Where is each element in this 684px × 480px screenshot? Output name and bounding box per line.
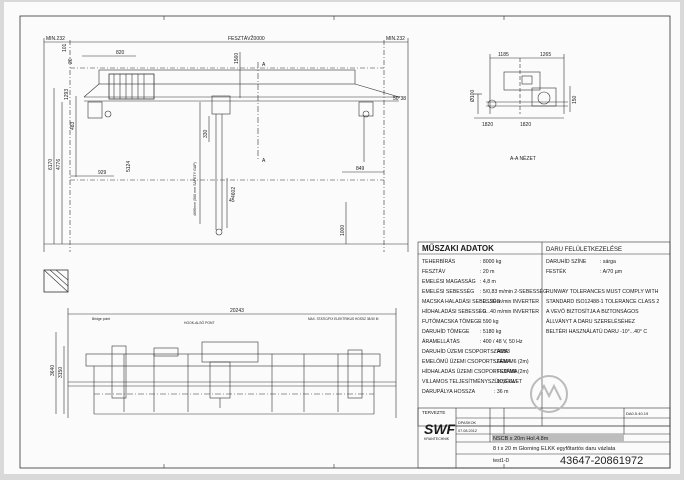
dim-820: 820 — [116, 50, 125, 56]
tech-row-label: ÁRAMELLÁTÁS — [422, 338, 460, 345]
finish-paint-label: FESTÉK — [546, 268, 567, 275]
tech-row-value: : 36 m — [494, 389, 508, 395]
dim-1820-right: 1820 — [520, 122, 531, 128]
tech-row-label: EMELÉSI MAGASSÁG — [422, 278, 476, 285]
tech-row-label: EMELŐMŰ ÜZEMI CSOPORTSZÁMA — [422, 358, 511, 365]
bridge-point-note: Bridge point — [92, 317, 110, 321]
main-title: NSCB x 20m Hol.4.8m — [493, 436, 549, 442]
watermark-id: 43647-20861972 — [560, 455, 644, 467]
company-logo-sub: KRANTECHNIK — [424, 437, 450, 441]
company-name: DPASKOK — [458, 421, 477, 425]
finish-paint-value: : A/70 µm — [600, 269, 622, 275]
tech-row-label: MACSKA HALADÁSI SEBESSÉG — [422, 298, 500, 305]
tech-row-value: : 400 / 48 V, 50 Hz — [480, 339, 523, 345]
tech-row-value: : 5180 kg — [480, 329, 501, 335]
section-caption: A-A NÉZET — [510, 155, 536, 162]
dim-20243: 20243 — [230, 308, 244, 314]
section-mark-a-lower: A — [262, 158, 266, 164]
dim-483: 483 — [70, 121, 76, 130]
finish-note: STANDARD ISO12488-1 TOLERANCE CLASS 2 — [546, 299, 659, 305]
finish-title: DARU FELÜLETKEZELÉSE — [546, 246, 622, 253]
dim-1293: 1293 — [64, 89, 70, 100]
tech-row-value: : 0...40 m/min INVERTER — [480, 309, 539, 315]
dim-5124: 5124 — [126, 161, 132, 172]
tech-row-value: : FEM M6 (2m) — [494, 359, 529, 365]
finish-note: A VEVŐ BIZTOSÍTJA A BIZTONSÁGOS — [546, 308, 639, 315]
tech-row-value: : 590 kg — [480, 319, 499, 325]
tech-row-label: FUTÓMACSKA TÖMEGE — [422, 318, 482, 325]
tech-row-label: HÍDHALADÁS ÜZEMI CSOPORTSZÁMA — [422, 368, 518, 375]
dim-1000: 1000 — [340, 225, 346, 236]
tech-row-label: HÍDHALADÁSI SEBESSÉG — [422, 308, 486, 315]
tech-row-label: VILLAMOS TELJESÍTMÉNYSZÜKSÉGLET — [422, 378, 523, 385]
tech-row-label: DARUPÁLYA HOSSZA — [422, 388, 476, 395]
safety-note: 4695mm (500 mm SAFETY GAP) — [193, 162, 197, 216]
technical-drawing: MIN.232 FESZTÁVŽ0000 MIN.232 820 101 20 … — [19, 15, 671, 469]
file-name: test1-D — [493, 458, 510, 464]
tech-row-label: EMELÉSI SEBESSÉG — [422, 288, 474, 295]
dim-929: 929 — [98, 170, 107, 176]
section-mark-a: A — [262, 62, 266, 68]
dim-45: 45 — [229, 198, 235, 204]
dim-3640: 3640 — [50, 365, 56, 376]
dim-d100: Ø100 — [470, 90, 476, 102]
watermark-logo — [530, 375, 568, 413]
dim-849: 849 — [356, 166, 365, 172]
dim-1185: 1185 — [498, 52, 509, 58]
finish-color-value: : sárga — [600, 259, 616, 265]
min-left-label: MIN.232 — [46, 36, 65, 42]
dim-1560: 1560 — [234, 53, 240, 64]
dim-101: 101 — [62, 43, 68, 52]
tech-row-value: : 4,8 m — [480, 279, 496, 285]
tech-row-value: : 0...20 m/min INVERTER — [480, 299, 539, 305]
dim-20: 20 — [68, 58, 74, 64]
hatch-band — [492, 434, 624, 442]
finish-note: ÁLLVÁNYT A DARU SZERELÉSÉHEZ — [546, 318, 635, 325]
tervezte-label: TERVEZTE — [422, 410, 445, 415]
finish-note: BELTÉRI HASZNÁLATÚ DARU -10°...40° C — [546, 328, 647, 335]
dim-3150: 3150 — [58, 367, 64, 378]
span-label: FESZTÁVŽ0000 — [228, 34, 265, 42]
finish-color-label: DARUHÍD SZÍNE — [546, 258, 587, 265]
dim-50x38: 50*38 — [393, 96, 406, 102]
dim-150: 150 — [572, 95, 578, 104]
dim-1820-left: 1820 — [482, 122, 493, 128]
tech-row-value: : 5/0,83 m/min 2-SEBESSÉG — [480, 288, 547, 295]
sub-title: 8 t x 20 m Glorning ELKK egyfőtartós dar… — [493, 446, 616, 452]
finish-note: RUNWAY TOLERANCES MUST COMPLY WITH — [546, 289, 659, 295]
company-logo: SWF — [424, 421, 456, 437]
tech-row-label: TEHERBÍRÁS — [422, 258, 456, 265]
tech-row-value: : 8000 kg — [480, 259, 501, 265]
hook-point-note: HOOK-ALSÓ PONT — [184, 320, 215, 325]
tech-rows: TEHERBÍRÁS : 8000 kg FESZTÁV : 20 m EMEL… — [422, 258, 547, 395]
dim-6170: 6170 — [48, 159, 54, 170]
tech-row-label: DARUHÍD ÜZEMI CSOPORTSZÁMA — [422, 348, 509, 355]
dim-4602: 4602 — [231, 187, 237, 198]
tech-title: MŰSZAKI ADATOK — [422, 244, 494, 253]
tech-row-value: : H2B3 — [494, 349, 510, 355]
tech-row-value: : 10,6 kW — [494, 379, 516, 385]
tech-row-label: FESZTÁV — [422, 268, 446, 275]
tech-row-label: DARUHÍD TÖMEGE — [422, 328, 470, 335]
drawing-number: DA0.5.40.19 — [626, 411, 649, 416]
dim-330: 330 — [203, 129, 209, 138]
tech-row-value: : FEM M6 (2m) — [494, 369, 529, 375]
tech-row-value: : 20 m — [480, 269, 494, 275]
min-right-label: MIN.232 — [386, 36, 405, 42]
dim-1265: 1265 — [540, 52, 551, 58]
drawing-sheet: MIN.232 FESZTÁVŽ0000 MIN.232 820 101 20 … — [4, 2, 680, 474]
electric-length-note: MAX. STATIC/FIX ELEKTRIKUS HOSSZ 38.50 M — [308, 317, 379, 321]
dim-4776: 4776 — [56, 159, 62, 170]
drawing-date: 07.08.2012 — [458, 429, 477, 433]
